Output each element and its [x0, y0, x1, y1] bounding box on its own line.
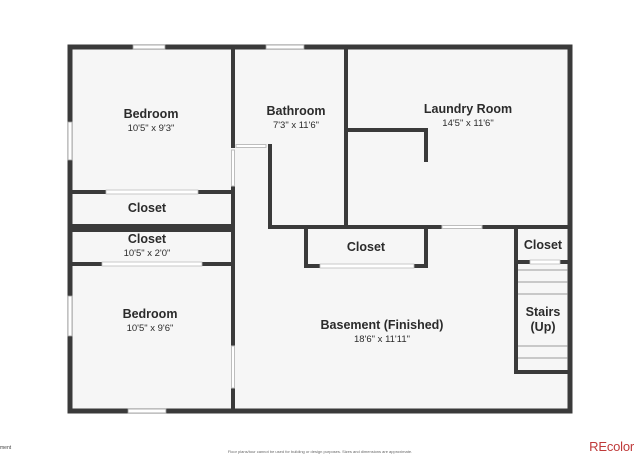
door-frame	[235, 144, 267, 148]
room-label-closet-b: Closet	[128, 232, 167, 246]
room-label-closet-a: Closet	[128, 201, 167, 215]
door-frame	[231, 345, 235, 389]
windows	[67, 44, 305, 414]
window	[265, 44, 305, 50]
room-dims-bedroom-bottom: 10'5" x 9'6"	[127, 323, 174, 334]
closet-openings	[101, 189, 561, 269]
window	[67, 295, 73, 337]
closet-opening	[319, 263, 415, 269]
room-label-closet-center: Closet	[347, 240, 386, 254]
door-frames	[231, 144, 483, 389]
door-frame	[231, 149, 235, 187]
room-label-laundry: Laundry Room	[424, 102, 512, 116]
brand-logo: REcolor	[589, 439, 634, 454]
room-label-stairs-up: (Up)	[531, 320, 556, 334]
window	[132, 44, 166, 50]
disclaimer-text: Floor plans/tour cannot be used for buil…	[227, 449, 413, 454]
room-label-closet-right: Closet	[524, 238, 563, 252]
room-dims-bathroom: 7'3" x 11'6"	[273, 120, 319, 131]
stair-treads	[518, 269, 568, 359]
closet-opening	[529, 259, 561, 265]
walls	[67, 44, 573, 414]
room-dims-basement: 18'6" x 11'11"	[354, 334, 410, 345]
room-label-basement: Basement (Finished)	[321, 318, 444, 332]
door-frame	[441, 225, 483, 229]
window	[127, 408, 167, 414]
window	[67, 121, 73, 161]
room-label-bedroom-bottom: Bedroom	[123, 307, 178, 321]
closet-opening	[105, 189, 199, 195]
door-openings	[231, 144, 482, 388]
room-dims-closet-b: 10'5" x 2'0"	[124, 248, 171, 259]
room-label-stairs: Stairs	[526, 305, 561, 319]
room-dims-laundry: 14'5" x 11'6"	[442, 118, 493, 129]
room-dims-bedroom-top: 10'5" x 9'3"	[128, 123, 175, 134]
closet-opening	[101, 261, 203, 267]
cropped-text-fragment: ment	[0, 445, 12, 451]
room-label-bathroom: Bathroom	[266, 104, 325, 118]
room-label-bedroom-top: Bedroom	[124, 107, 179, 121]
